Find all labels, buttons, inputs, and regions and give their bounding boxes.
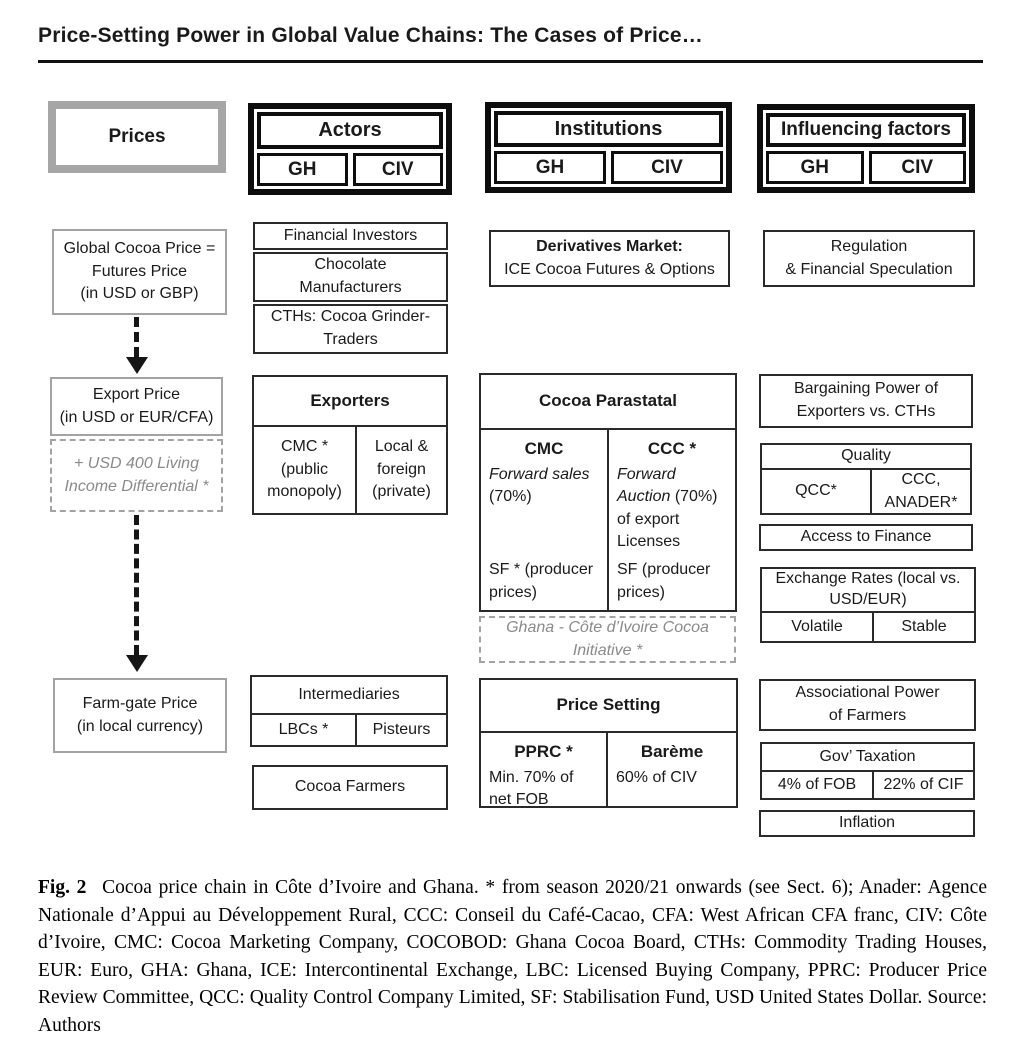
intermediaries-cells: LBCs * Pisteurs <box>252 715 446 745</box>
quality-box: Quality QCC* CCC, ANADER* <box>760 443 972 515</box>
quality-cells: QCC* CCC, ANADER* <box>762 470 970 513</box>
exchange-rates-box: Exchange Rates (local vs. USD/EUR) Volat… <box>760 567 976 643</box>
institutions-gh-cell: GH <box>494 151 606 184</box>
parastatal-civ-licenses: Licenses <box>617 532 681 550</box>
figure-caption-text: Cocoa price chain in Côte d’Ivoire and G… <box>38 877 987 1036</box>
price-setting-gh-cell: PPRC * Min. 70% of net FOB <box>481 733 606 808</box>
cths-box: CTHs: Cocoa Grinder- Traders <box>253 304 448 354</box>
parastatal-gh-sf: SF * (producer prices) <box>489 561 594 601</box>
parastatal-gh-forward-sales: Forward sales <box>489 465 590 483</box>
associational-power-box: Associational Power of Farmers <box>759 679 976 731</box>
taxation-civ-cell: 22% of CIF <box>872 772 973 798</box>
actors-gh-cell: GH <box>257 153 348 186</box>
derivatives-market-subtitle: ICE Cocoa Futures & Options <box>504 260 715 278</box>
parastatal-civ-auction: Auction <box>617 488 671 506</box>
factors-civ-cell: CIV <box>868 151 966 184</box>
cocoa-farmers-box: Cocoa Farmers <box>252 765 448 810</box>
factors-gh-cell: GH <box>766 151 864 184</box>
exchange-rates-title: Exchange Rates (local vs. USD/EUR) <box>762 569 974 613</box>
gov-taxation-box: Gov’ Taxation 4% of FOB 22% of CIF <box>760 742 975 800</box>
institutions-civ-cell: CIV <box>611 151 723 184</box>
price-setting-box: Price Setting PPRC * Min. 70% of net FOB… <box>479 678 738 808</box>
price-setting-cells: PPRC * Min. 70% of net FOB Barème 60% of… <box>481 733 736 808</box>
intermediaries-box: Intermediaries LBCs * Pisteurs <box>250 675 448 747</box>
chocolate-manufacturers-box: Chocolate Manufacturers <box>253 252 448 302</box>
intermediaries-title: Intermediaries <box>252 677 446 715</box>
price-setting-gh-rule: Min. 70% of net FOB <box>489 768 574 809</box>
parastatal-civ-forward: Forward <box>617 465 676 483</box>
parastatal-gh-name: CMC <box>524 439 564 458</box>
bargaining-power-box: Bargaining Power of Exporters vs. CTHs <box>759 374 973 428</box>
cocoa-parastatal-cells: CMC Forward sales (70%) SF * (producer p… <box>481 430 735 610</box>
parastatal-civ-share: (70%) <box>674 488 718 506</box>
access-to-finance-box: Access to Finance <box>759 524 973 551</box>
exporters-civ-cell: Local & foreign (private) <box>355 427 446 513</box>
institutions-country-row: GH CIV <box>494 151 723 184</box>
exporters-box: Exporters CMC * (public monopoly) Local … <box>252 375 448 515</box>
down-arrow-icon <box>126 357 148 374</box>
actors-civ-cell: CIV <box>352 153 443 186</box>
derivatives-market-title: Derivatives Market: <box>536 237 683 255</box>
taxation-gh-cell: 4% of FOB <box>777 775 857 793</box>
gov-taxation-title: Gov’ Taxation <box>762 744 973 772</box>
regulation-speculation-box: Regulation & Financial Speculation <box>763 230 975 287</box>
actors-header-title: Actors <box>257 112 443 149</box>
quality-gh-cell: QCC* <box>795 482 837 500</box>
derivatives-market-box: Derivatives Market: ICE Cocoa Futures & … <box>489 230 730 287</box>
down-arrow-icon <box>126 655 148 672</box>
header-rule <box>38 60 983 63</box>
price-setting-title: Price Setting <box>481 680 736 733</box>
institutions-column-header: Institutions GH CIV <box>485 102 732 193</box>
inflation-box: Inflation <box>759 810 975 837</box>
intermediaries-civ-cell: Pisteurs <box>355 715 446 745</box>
figure-caption: Fig. 2 Cocoa price chain in Côte d’Ivoir… <box>38 874 987 1040</box>
factors-country-row: GH CIV <box>766 151 966 184</box>
factors-column-header: Influencing factors GH CIV <box>757 104 975 193</box>
parastatal-civ-export: of export <box>617 510 680 528</box>
running-head: Price-Setting Power in Global Value Chai… <box>38 24 703 47</box>
dashed-connector-line <box>134 317 139 357</box>
ghana-civ-initiative-box: Ghana - Côte d’Ivoire Cocoa Initiative * <box>479 616 736 663</box>
dashed-connector-line <box>134 515 139 655</box>
prices-column-header: Prices <box>48 101 226 173</box>
living-income-differential-box: + USD 400 Living Income Differential * <box>50 439 223 512</box>
exporters-gh-cell: CMC * (public monopoly) <box>267 438 342 501</box>
farm-gate-price-box: Farm-gate Price (in local currency) <box>53 678 227 753</box>
exchange-rates-cells: Volatile Stable <box>762 613 974 641</box>
exchange-civ-cell: Stable <box>872 613 974 641</box>
parastatal-civ-name: CCC * <box>647 439 697 458</box>
gov-taxation-cells: 4% of FOB 22% of CIF <box>762 772 973 798</box>
price-setting-civ-name: Barème <box>640 742 704 761</box>
price-setting-gh-name: PPRC * <box>514 742 573 761</box>
factors-header-title: Influencing factors <box>766 113 966 147</box>
actors-country-row: GH CIV <box>257 153 443 186</box>
parastatal-gh-share: (70%) <box>489 488 532 506</box>
institutions-header-title: Institutions <box>494 111 723 147</box>
figure-label: Fig. 2 <box>38 877 87 898</box>
parastatal-gh-cell: CMC Forward sales (70%) SF * (producer p… <box>481 430 607 610</box>
exchange-gh-cell: Volatile <box>791 617 843 635</box>
price-setting-civ-cell: Barème 60% of CIV <box>606 733 736 806</box>
global-cocoa-price-box: Global Cocoa Price = Futures Price (in U… <box>52 229 227 315</box>
cocoa-parastatal-title: Cocoa Parastatal <box>481 375 735 430</box>
quality-civ-cell: CCC, ANADER* <box>870 470 970 513</box>
exporters-title: Exporters <box>254 377 446 427</box>
quality-title: Quality <box>762 445 970 470</box>
parastatal-civ-cell: CCC * Forward Auction (70%) of export Li… <box>607 430 735 610</box>
export-price-box: Export Price (in USD or EUR/CFA) <box>50 377 223 436</box>
exporters-cells: CMC * (public monopoly) Local & foreign … <box>254 427 446 513</box>
financial-investors-box: Financial Investors <box>253 222 448 250</box>
cocoa-parastatal-box: Cocoa Parastatal CMC Forward sales (70%)… <box>479 373 737 612</box>
parastatal-civ-sf: SF (producer prices) <box>617 561 711 601</box>
price-setting-civ-rule: 60% of CIV <box>616 768 697 786</box>
actors-column-header: Actors GH CIV <box>248 103 452 195</box>
intermediaries-gh-cell: LBCs * <box>278 720 329 738</box>
